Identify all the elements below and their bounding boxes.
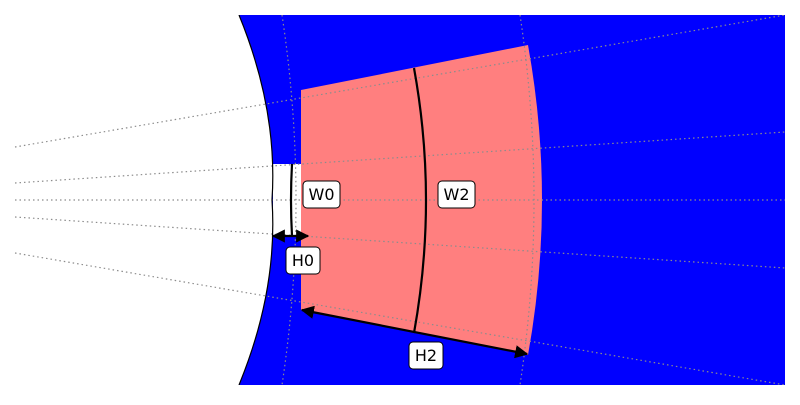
h0-label: H0	[285, 246, 321, 275]
h2-label-text: H2	[415, 346, 437, 365]
grid-lines	[14, 15, 785, 385]
w0-label: W0	[302, 180, 341, 209]
w2-dimension-line	[412, 67, 428, 334]
h2-dimension-arrow	[300, 305, 529, 359]
w2-label-text: W2	[444, 185, 470, 204]
w0-dimension-line	[289, 163, 294, 237]
h0-label-text: H0	[292, 251, 314, 270]
h2-label: H2	[408, 341, 444, 370]
w2-label: W2	[437, 180, 476, 209]
bore-outline	[238, 15, 274, 385]
w0-label-text: W0	[309, 185, 335, 204]
